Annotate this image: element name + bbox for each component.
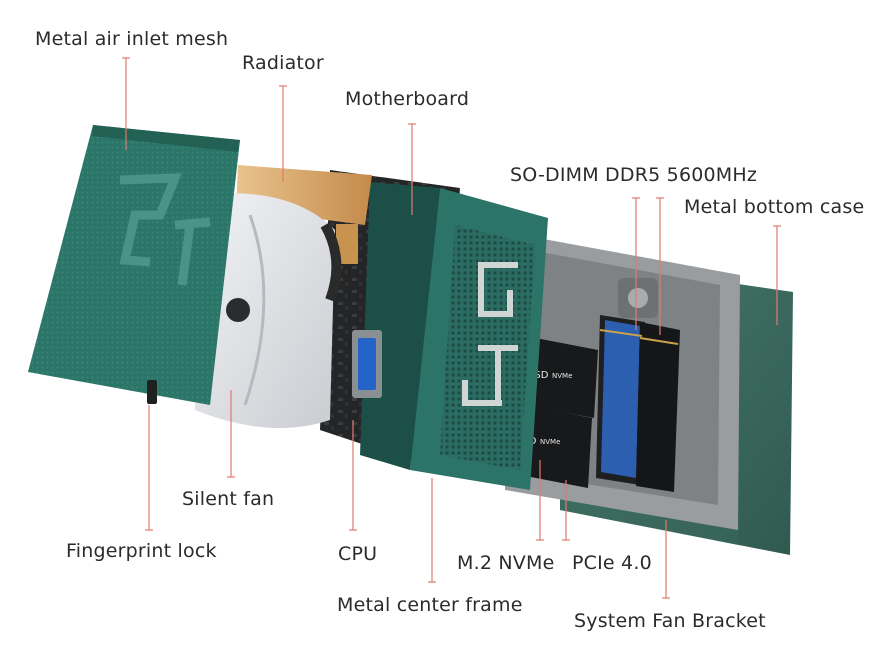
ssd-top-label: SSD bbox=[528, 370, 549, 381]
fingerprint-lock-icon bbox=[147, 380, 157, 404]
label-metal-center-frame: Metal center frame bbox=[337, 594, 523, 616]
ssd-bottom-type: NVMe bbox=[540, 438, 560, 446]
label-fingerprint-lock: Fingerprint lock bbox=[66, 540, 217, 562]
label-metal-air-inlet-mesh: Metal air inlet mesh bbox=[35, 28, 229, 50]
gt-logo bbox=[462, 262, 518, 406]
cpu-chip bbox=[352, 330, 382, 398]
label-m2-nvme: M.2 NVMe bbox=[457, 552, 555, 574]
metal-center-frame bbox=[360, 182, 548, 490]
label-cpu: CPU bbox=[338, 543, 378, 565]
metal-air-inlet-mesh bbox=[28, 125, 240, 405]
ssd-top-type: NVMe bbox=[552, 372, 572, 380]
label-so-dimm: SO-DIMM DDR5 5600MHz bbox=[510, 164, 758, 186]
label-radiator: Radiator bbox=[242, 52, 324, 74]
label-silent-fan: Silent fan bbox=[182, 488, 275, 510]
label-motherboard: Motherboard bbox=[345, 88, 470, 110]
so-dimm-modules bbox=[596, 315, 680, 492]
label-system-fan-bracket: System Fan Bracket bbox=[574, 610, 766, 632]
leader-lines bbox=[122, 57, 781, 599]
label-pcie: PCIe 4.0 bbox=[572, 552, 652, 574]
label-metal-bottom-case: Metal bottom case bbox=[684, 196, 865, 218]
